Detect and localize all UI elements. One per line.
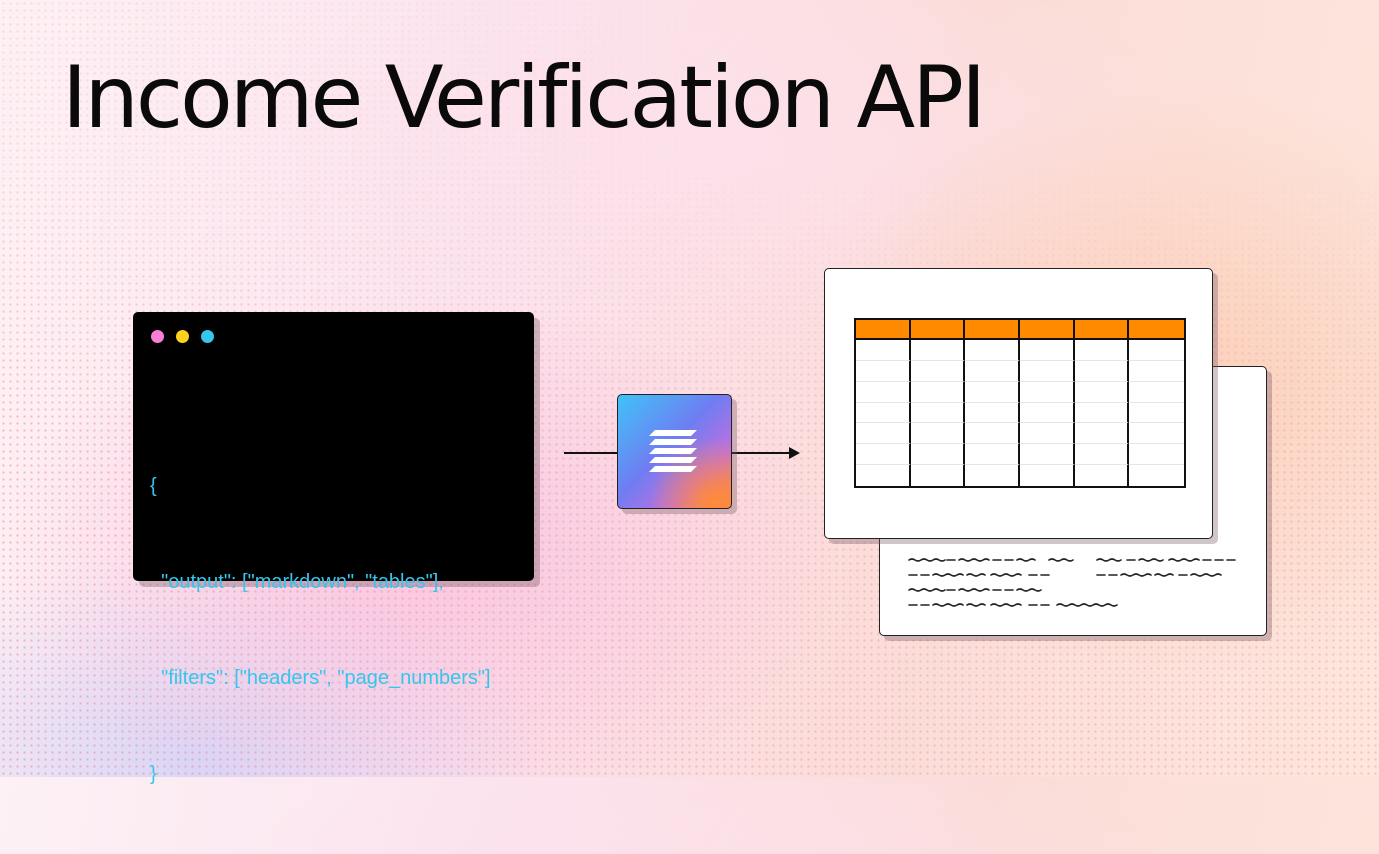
processor-box (617, 394, 732, 509)
table-cell (910, 402, 966, 424)
table-cell (910, 444, 966, 466)
table-header-cell (965, 320, 1020, 340)
window-dot-yellow (176, 330, 189, 343)
table-cell (856, 402, 911, 424)
table-cell (1075, 465, 1130, 486)
table-cell (1074, 340, 1130, 361)
table-cell (856, 423, 911, 445)
table-cell (1129, 403, 1184, 424)
table (854, 318, 1186, 488)
table-cell (1020, 444, 1075, 466)
table-cell (1074, 423, 1130, 445)
table-cell (1129, 423, 1184, 445)
table-cell (965, 465, 1020, 486)
table-cell (856, 465, 911, 486)
table-cell (1074, 444, 1130, 466)
table-cell (1074, 360, 1130, 382)
table-cell (856, 444, 911, 466)
table-cell (910, 423, 966, 445)
table-cell (910, 381, 966, 403)
window-dot-cyan (201, 330, 214, 343)
table-cell (1020, 360, 1075, 382)
input-arrow-line (564, 452, 617, 454)
code-line: "output": ["markdown", "tables"], (150, 571, 444, 593)
code-line: "filters": ["headers", "page_numbers"] (150, 667, 491, 689)
table-cell (1020, 381, 1075, 403)
table-cell (965, 340, 1020, 361)
table-cell (1129, 340, 1184, 361)
text-lines (907, 557, 1236, 607)
table-cell (856, 340, 911, 361)
table-cell (1020, 340, 1075, 361)
table-cell (965, 423, 1020, 445)
table-cell (965, 360, 1020, 382)
table-cell (965, 402, 1020, 424)
table-header-cell (856, 320, 911, 340)
table-header-cell (1129, 320, 1184, 340)
table-cell (1129, 465, 1184, 486)
page-title: Income Verification API (62, 48, 986, 148)
table-cell (856, 381, 911, 403)
table-cell (1129, 444, 1184, 466)
layers-icon (648, 429, 697, 472)
table-cell (1020, 402, 1075, 424)
code-block: { "output": ["markdown", "tables"], "fil… (150, 406, 491, 854)
table-cell (856, 360, 911, 382)
arrow-head-icon (789, 447, 800, 459)
table-cell (965, 381, 1020, 403)
table-cell (1074, 381, 1130, 403)
table-cell (910, 360, 966, 382)
code-line: { (150, 475, 157, 497)
table-cell (965, 444, 1020, 466)
window-dot-pink (151, 330, 164, 343)
table-cell (910, 340, 966, 361)
code-window: { "output": ["markdown", "tables"], "fil… (133, 312, 534, 785)
table-document (824, 268, 1213, 539)
table-header-cell (910, 320, 966, 340)
output-arrow-line (732, 452, 790, 454)
table-header-cell (1074, 320, 1130, 340)
table-cell (1129, 382, 1184, 403)
table-cell (1020, 465, 1075, 486)
table-cell (1129, 361, 1184, 382)
table-cell (911, 465, 966, 486)
table-cell (1020, 423, 1075, 445)
code-line: } (150, 763, 157, 785)
table-cell (1074, 402, 1130, 424)
table-header-cell (1020, 320, 1075, 340)
